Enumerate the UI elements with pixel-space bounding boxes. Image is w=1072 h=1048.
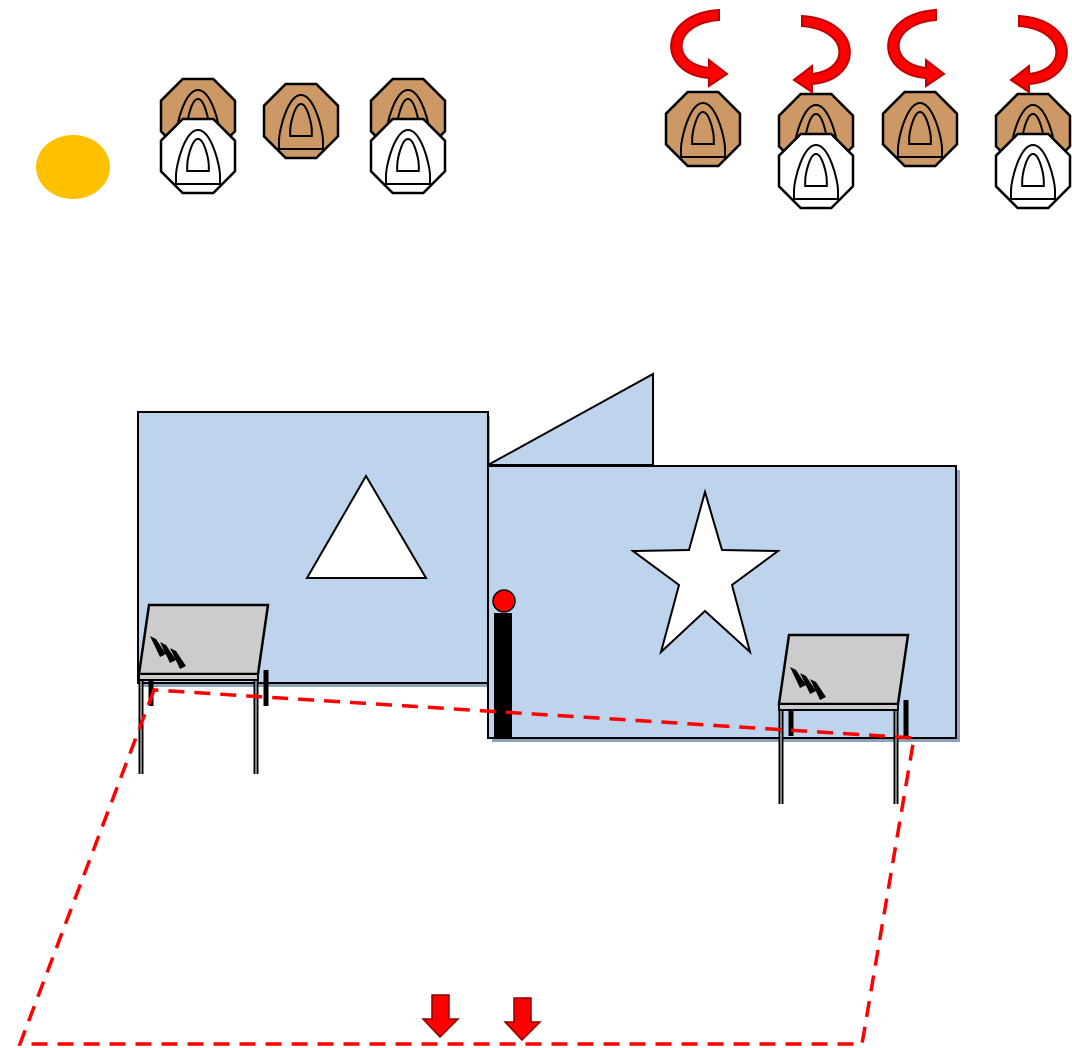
- table-left-marks: [150, 636, 186, 669]
- triangle-symbol: [305, 474, 428, 579]
- paper-target: [994, 132, 1072, 210]
- paper-target: [777, 132, 855, 210]
- rotate-clockwise-arrow-icon: [887, 8, 946, 88]
- post-cap: [492, 589, 516, 613]
- magazine-mark: [790, 667, 806, 688]
- turning-no-shoot-target: [881, 90, 959, 168]
- magazine-mark: [800, 673, 816, 694]
- turning-target-pair: [994, 92, 1072, 210]
- magazine-mark: [170, 648, 186, 669]
- rotate-clockwise-arrow-icon: [670, 8, 729, 88]
- table-left-top: [137, 603, 270, 676]
- post-body: [494, 613, 512, 739]
- table-right-marks: [790, 667, 826, 700]
- target-pair: [369, 77, 447, 195]
- no-shoot-target: [262, 82, 340, 160]
- rotate-counter-clockwise-arrow-icon: [792, 14, 851, 94]
- paper-target: [159, 117, 237, 195]
- turning-target-pair: [777, 92, 855, 210]
- turning-no-shoot-target: [664, 90, 742, 168]
- steel-popper-icon: [36, 135, 110, 199]
- right-target-group: [664, 8, 1072, 210]
- left-target-group: [159, 77, 447, 195]
- rotate-counter-clockwise-arrow-icon: [1009, 14, 1068, 94]
- star-symbol: [630, 488, 781, 656]
- target-pair: [159, 77, 237, 195]
- start-position-arrow-2: [503, 997, 542, 1042]
- table-right-top: [777, 633, 910, 706]
- barrel-post: [492, 589, 516, 739]
- start-position-arrow-1: [421, 994, 460, 1039]
- magazine-mark: [810, 679, 826, 700]
- magazine-mark: [150, 636, 166, 657]
- paper-target: [369, 117, 447, 195]
- table-right: [777, 633, 910, 804]
- magazine-mark: [160, 642, 176, 663]
